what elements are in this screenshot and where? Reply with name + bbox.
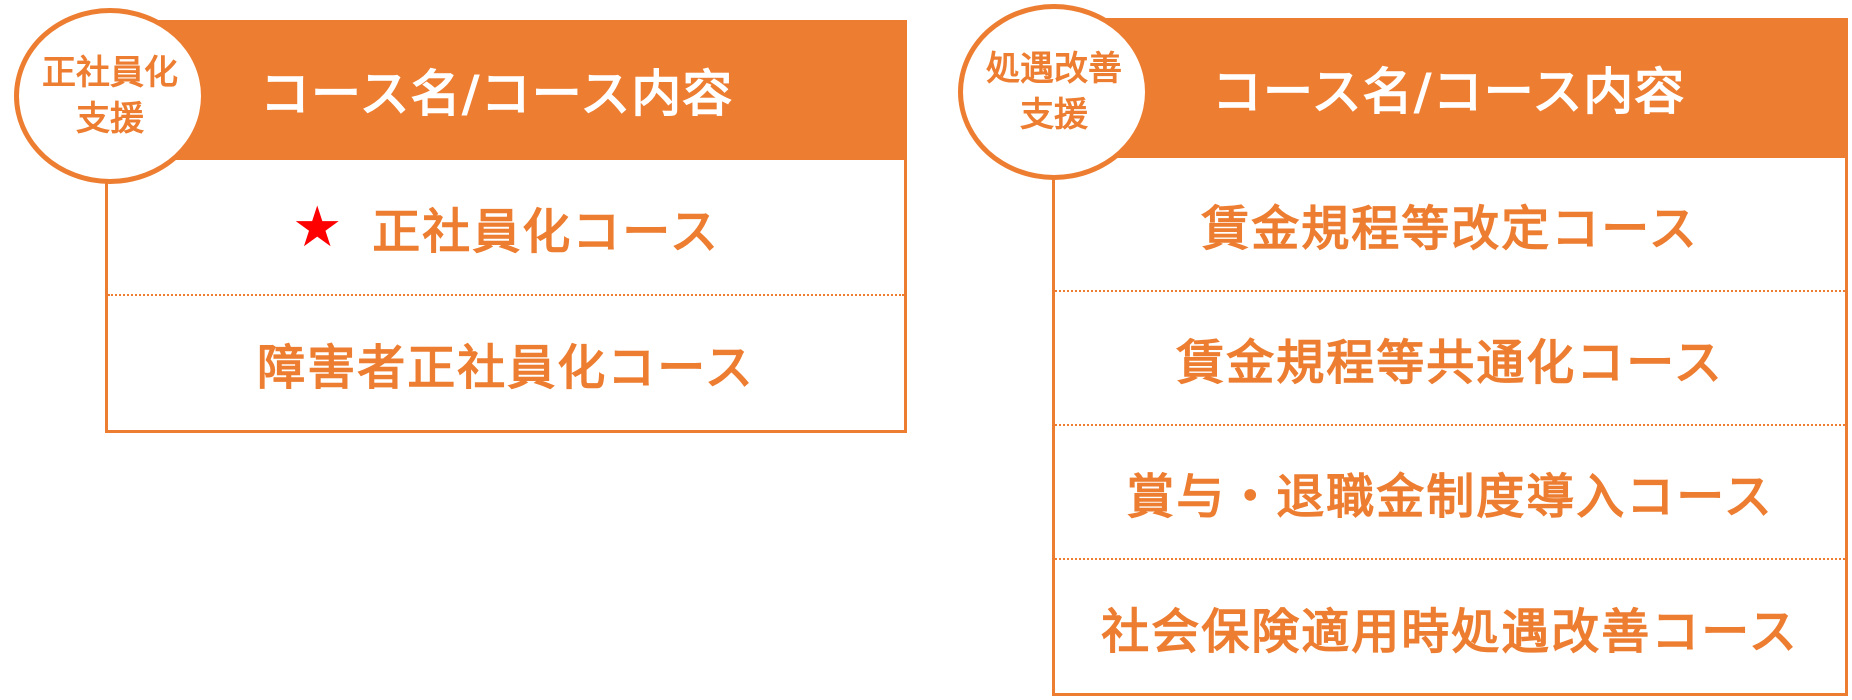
right-course-panel: コース名/コース内容 賃金規程等改定コース 賃金規程等共通化コース 賞与・退職金… — [940, 0, 1852, 700]
list-item: ★ 正社員化コース — [108, 160, 904, 296]
left-panel-badge: 正社員化 支援 — [14, 8, 206, 184]
left-panel-header-title: コース名/コース内容 — [260, 65, 734, 123]
badge-line-2: 支援 — [76, 99, 144, 139]
right-panel-header: コース名/コース内容 — [1052, 18, 1848, 158]
list-item-label: 賃金規程等改定コース — [1201, 201, 1699, 257]
left-panel-header: コース名/コース内容 — [105, 20, 907, 160]
left-panel-body: ★ 正社員化コース 障害者正社員化コース — [105, 160, 907, 433]
list-item-label: 正社員化コース — [372, 204, 720, 260]
star-icon: ★ — [292, 194, 345, 260]
right-panel-body: 賃金規程等改定コース 賃金規程等共通化コース 賞与・退職金制度導入コース 社会保… — [1052, 158, 1848, 696]
list-item: 社会保険適用時処遇改善コース — [1055, 560, 1845, 693]
badge-line-1: 処遇改善 — [986, 49, 1122, 89]
badge-line-2: 支援 — [1020, 95, 1088, 135]
list-item-label: 障害者正社員化コース — [257, 340, 755, 396]
list-item-label: 賞与・退職金制度導入コース — [1126, 469, 1774, 525]
list-item: 障害者正社員化コース — [108, 296, 904, 430]
list-item-label: 賃金規程等共通化コース — [1176, 335, 1724, 391]
list-item: 賃金規程等共通化コース — [1055, 292, 1845, 426]
list-item: 賃金規程等改定コース — [1055, 158, 1845, 292]
left-course-panel: コース名/コース内容 ★ 正社員化コース 障害者正社員化コース 正社員化 支援 — [0, 0, 920, 440]
right-panel-badge: 処遇改善 支援 — [958, 4, 1150, 180]
list-item: 賞与・退職金制度導入コース — [1055, 426, 1845, 560]
right-panel-header-title: コース名/コース内容 — [1212, 63, 1686, 121]
list-item-label: 社会保険適用時処遇改善コース — [1101, 603, 1799, 660]
badge-line-1: 正社員化 — [42, 53, 178, 93]
